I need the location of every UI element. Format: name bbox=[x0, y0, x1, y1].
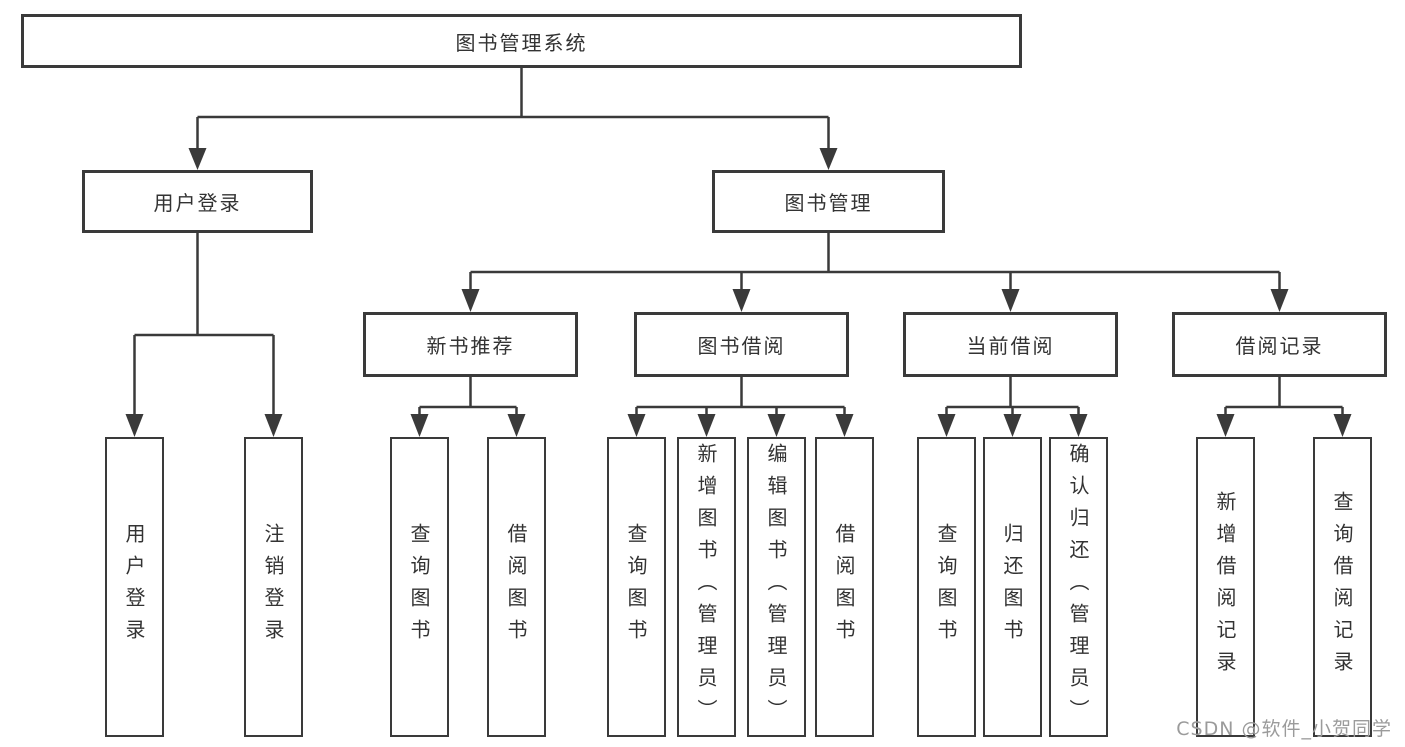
node-label: 确认归还（管理员） bbox=[1066, 443, 1090, 731]
connector-borrow-record-children bbox=[1216, 377, 1352, 437]
node-label: 查询借阅记录 bbox=[1330, 491, 1354, 683]
leaf-query-book-recommend: 查询图书 bbox=[390, 437, 449, 737]
node-library-management-system: 图书管理系统 bbox=[21, 14, 1022, 68]
leaf-borrow-book-recommend: 借阅图书 bbox=[487, 437, 546, 737]
leaf-query-book-current: 查询图书 bbox=[917, 437, 976, 737]
node-label: 新书推荐 bbox=[426, 334, 515, 358]
csdn-watermark: CSDN @软件_小贺同学 bbox=[1176, 718, 1392, 740]
node-borrow-record: 借阅记录 bbox=[1172, 312, 1387, 377]
connector-user-login-children bbox=[125, 233, 283, 437]
leaf-add-book-admin: 新增图书（管理员） bbox=[677, 437, 736, 737]
leaf-return-book: 归还图书 bbox=[983, 437, 1042, 737]
node-label: 查询图书 bbox=[934, 523, 958, 651]
node-label: 借阅图书 bbox=[832, 523, 856, 651]
node-label: 查询图书 bbox=[407, 523, 431, 651]
node-label: 新增图书（管理员） bbox=[694, 443, 718, 731]
connector-book-management-children bbox=[461, 233, 1289, 312]
node-label: 图书管理系统 bbox=[455, 30, 588, 55]
leaf-query-book-borrow: 查询图书 bbox=[607, 437, 666, 737]
connector-current-borrow-children bbox=[937, 377, 1088, 437]
leaf-add-borrow-record: 新增借阅记录 bbox=[1196, 437, 1255, 737]
leaf-borrow-book: 借阅图书 bbox=[815, 437, 874, 737]
node-label: 图书借阅 bbox=[697, 334, 786, 358]
connector-book-borrow-children bbox=[627, 377, 854, 437]
node-label: 注销登录 bbox=[261, 523, 285, 651]
node-label: 查询图书 bbox=[624, 523, 648, 651]
leaf-confirm-return-admin: 确认归还（管理员） bbox=[1049, 437, 1108, 737]
node-label: 归还图书 bbox=[1000, 523, 1024, 651]
node-user-login: 用户登录 bbox=[82, 170, 313, 233]
node-book-management: 图书管理 bbox=[712, 170, 945, 233]
node-book-borrow: 图书借阅 bbox=[634, 312, 849, 377]
node-new-book-recommend: 新书推荐 bbox=[363, 312, 578, 377]
node-label: 新增借阅记录 bbox=[1213, 491, 1237, 683]
node-label: 借阅图书 bbox=[504, 523, 528, 651]
node-label: 图书管理 bbox=[784, 191, 873, 215]
leaf-user-login: 用户登录 bbox=[105, 437, 164, 737]
leaf-logout: 注销登录 bbox=[244, 437, 303, 737]
node-label: 用户登录 bbox=[153, 191, 242, 215]
connector-new-book-children bbox=[410, 377, 526, 437]
leaf-edit-book-admin: 编辑图书（管理员） bbox=[747, 437, 806, 737]
node-label: 当前借阅 bbox=[966, 334, 1055, 358]
leaf-query-borrow-record: 查询借阅记录 bbox=[1313, 437, 1372, 737]
node-label: 借阅记录 bbox=[1235, 334, 1324, 358]
node-label: 用户登录 bbox=[122, 523, 146, 651]
node-current-borrow: 当前借阅 bbox=[903, 312, 1118, 377]
connector-root-to-level2 bbox=[188, 68, 838, 170]
node-label: 编辑图书（管理员） bbox=[764, 443, 788, 731]
